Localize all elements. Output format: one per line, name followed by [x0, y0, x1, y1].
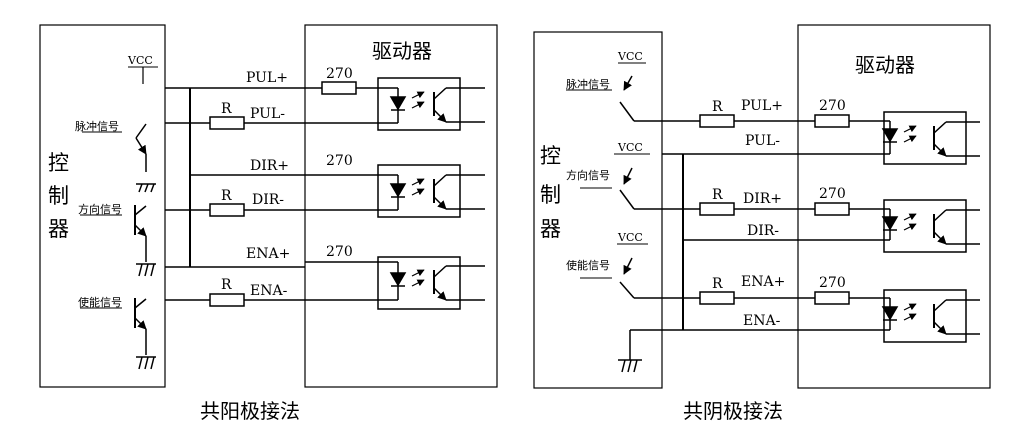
resistor-value: 270	[819, 186, 846, 202]
vcc-label: VCC	[127, 54, 153, 67]
resistor-label: R	[712, 276, 723, 292]
resistor-value: 270	[326, 153, 353, 169]
controller-box	[39, 24, 166, 388]
controller-char: 制	[48, 184, 69, 208]
resistor-270-pul	[321, 81, 357, 95]
terminal-label: ENA+	[741, 274, 785, 290]
driver-box	[797, 24, 991, 389]
vcc-label: VCC	[617, 141, 643, 154]
controller-box	[533, 31, 663, 389]
controller-char: 制	[540, 183, 561, 207]
terminal-label: DIR-	[747, 223, 779, 239]
resistor-r-dir	[209, 203, 245, 217]
direction-switch	[80, 205, 147, 262]
terminal-label: DIR-	[252, 192, 284, 208]
terminal-label: ENA-	[250, 283, 288, 299]
resistor-r-dir	[699, 202, 735, 216]
ground-icon	[136, 183, 156, 193]
controller-char: 控	[48, 151, 69, 175]
enable-switch	[80, 298, 147, 355]
diagram-caption: 共阴极接法	[683, 399, 783, 423]
resistor-label: R	[712, 187, 723, 203]
optocoupler	[881, 199, 980, 253]
resistor-value: 270	[819, 275, 846, 291]
resistor-label: R	[221, 277, 232, 293]
controller-char: 器	[48, 217, 69, 241]
enable-signal-label: 使能信号	[78, 295, 122, 309]
common-cathode-diagram	[533, 24, 991, 389]
pulse-switch	[566, 75, 700, 122]
resistor-r-ena	[699, 291, 735, 305]
terminal-label: DIR+	[743, 191, 782, 207]
controller-char: 器	[540, 217, 561, 241]
terminal-label: DIR+	[250, 158, 289, 174]
resistor-label: R	[221, 101, 232, 117]
resistor-270-pul	[814, 114, 850, 128]
pulse-signal-label: 脉冲信号	[566, 77, 610, 91]
controller-char: 控	[540, 144, 561, 168]
resistor-label: R	[221, 188, 232, 204]
resistor-r-ena	[209, 293, 245, 307]
enable-signal-label: 使能信号	[566, 258, 610, 272]
driver-box	[304, 24, 498, 388]
ground-icon	[136, 356, 156, 370]
driver-title: 驱动器	[372, 39, 432, 63]
resistor-270-dir	[814, 202, 850, 216]
vcc-label: VCC	[617, 231, 643, 244]
terminal-label: ENA+	[246, 246, 290, 262]
direction-signal-label: 方向信号	[566, 168, 610, 182]
resistor-r-pul	[209, 116, 245, 130]
optocoupler	[377, 77, 485, 131]
resistor-label: R	[712, 99, 723, 115]
ground-icon	[136, 263, 156, 277]
common-anode-diagram	[39, 24, 498, 388]
terminal-label: PUL+	[741, 98, 783, 114]
pulse-signal-label: 脉冲信号	[75, 119, 119, 133]
resistor-value: 270	[819, 98, 846, 114]
resistor-value: 270	[326, 66, 353, 82]
common-cathode-labels: VCC VCC VCC 脉冲信号 方向信号 使能信号 控 制 器 驱动器 PUL…	[540, 50, 915, 423]
ground-icon	[618, 359, 642, 373]
diagram-caption: 共阳极接法	[200, 399, 300, 423]
resistor-r-pul	[699, 114, 735, 128]
terminal-label: PUL-	[745, 133, 780, 149]
vcc-label: VCC	[617, 50, 643, 63]
resistor-value: 270	[326, 244, 353, 260]
terminal-label: ENA-	[743, 313, 781, 329]
terminal-label: PUL-	[250, 106, 285, 122]
optocoupler	[881, 111, 980, 165]
common-anode-labels: VCC 脉冲信号 方向信号 使能信号 控 制 器 驱动器 PUL+ PUL- D…	[48, 39, 432, 423]
driver-title: 驱动器	[855, 53, 915, 77]
optocoupler	[377, 256, 485, 310]
enable-switch	[580, 257, 700, 299]
direction-switch	[580, 167, 700, 210]
resistor-270-ena	[814, 291, 850, 305]
terminal-label: PUL+	[246, 70, 288, 86]
optocoupler	[377, 164, 485, 218]
direction-signal-label: 方向信号	[78, 202, 122, 216]
optocoupler	[881, 289, 980, 343]
pulse-switch	[82, 123, 147, 172]
